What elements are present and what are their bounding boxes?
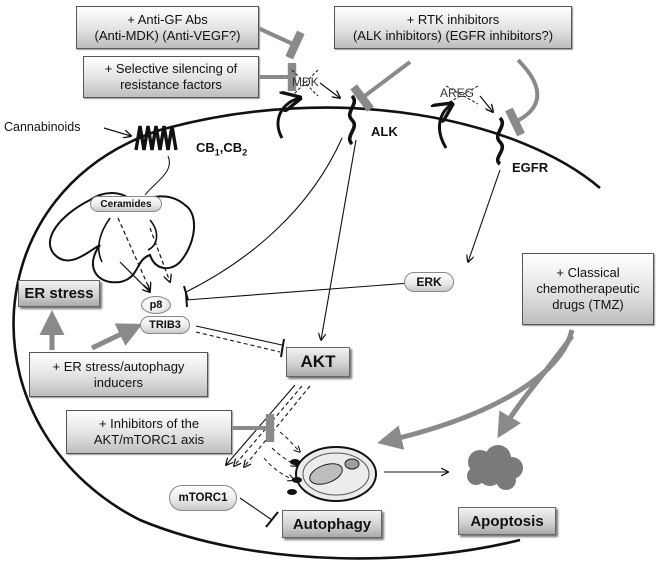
selective-silencing-box: + Selective silencing of resistance fact… [83, 56, 259, 98]
anti-gf-abs-box: + Anti-GF Abs (Anti-MDK) (Anti-VEGF?) [76, 6, 259, 49]
anti-gf-line1: + Anti-GF Abs [127, 11, 208, 27]
alk-label: ALK [371, 124, 398, 139]
trib3-pill: TRIB3 [140, 316, 190, 334]
cannabinoids-label: Cannabinoids [4, 120, 81, 134]
rtk-line2: (ALK inhibitors) (EGFR inhibitors?) [352, 27, 554, 43]
chemo-line1: + Classical [556, 265, 620, 280]
akt-box: AKT [286, 347, 350, 377]
cb2-subscript: 2 [242, 147, 248, 158]
cannabinoids-arrow [103, 127, 131, 136]
rtk-inhibitors-box: + RTK inhibitors (ALK inhibitors) (EGFR … [334, 6, 572, 49]
erk-pill: ERK [404, 272, 454, 292]
er-stress-inducers-box: + ER stress/autophagy inducers [29, 352, 208, 397]
cb-receptor-shape [134, 125, 178, 151]
cell-membrane [12, 106, 601, 560]
apoptotic-body-icon [467, 445, 523, 490]
cb1-subscript: 1 [214, 147, 220, 158]
egfr-receptor-shape [495, 116, 505, 166]
autophagic-cell-icon [287, 446, 377, 502]
er-inducers-line2: inducers [93, 374, 144, 390]
akt-inhibitors-box: + Inhibitors of the AKT/mTORC1 axis [66, 410, 232, 454]
rtk-line1: + RTK inhibitors [406, 11, 500, 27]
mtorc1-pill: mTORC1 [169, 485, 237, 511]
areg-label: AREG [440, 86, 475, 100]
classical-chemo-box: + Classical chemotherapeutic drugs (TMZ) [522, 253, 654, 325]
ceramides-pill: Ceramides [90, 196, 162, 212]
er-inducers-line1: + ER stress/autophagy [52, 358, 185, 374]
anti-gf-line2: (Anti-MDK) (Anti-VEGF?) [94, 27, 241, 43]
chemo-line3: drugs (TMZ) [552, 297, 624, 312]
apoptosis-box: Apoptosis [458, 507, 556, 535]
akt-inhibitors-line1: + Inhibitors of the [98, 416, 200, 431]
chemo-line2: chemotherapeutic [536, 281, 640, 296]
silencing-line1: + Selective silencing of [104, 61, 238, 76]
mdk-label: MDK [292, 75, 319, 89]
p8-oval: p8 [141, 296, 171, 314]
cb-label-sep: ,CB [219, 140, 243, 155]
egfr-label: EGFR [512, 160, 549, 175]
akt-inhibitors-line2: AKT/mTORC1 axis [93, 432, 205, 447]
cb-receptors-label: CB1,CB2 [196, 140, 247, 158]
er-stress-box: ER stress [18, 280, 100, 307]
autophagy-box: Autophagy [282, 510, 382, 538]
silencing-line2: resistance factors [120, 77, 222, 92]
alk-receptor-shape [347, 94, 357, 146]
cb-label-main: CB [196, 140, 215, 155]
